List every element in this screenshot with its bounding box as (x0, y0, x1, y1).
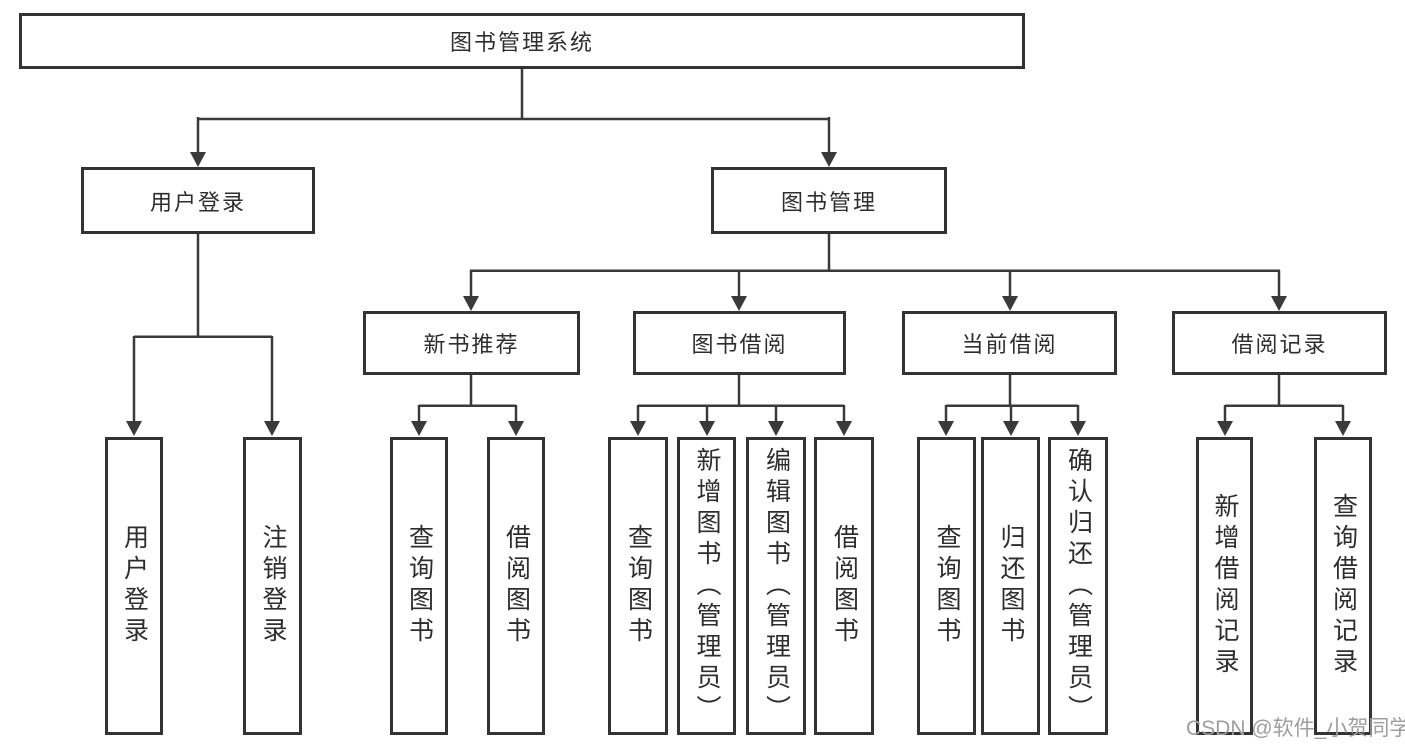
leaf-query-books-recommend: 查询图书 (390, 437, 448, 735)
leaf-query-borrow-record-label: 查询借阅记录 (1329, 493, 1358, 679)
leaf-query-books-current-label: 查询图书 (933, 524, 961, 648)
node-book-management-label: 图书管理 (780, 189, 877, 215)
leaf-add-book-admin-label: 新增图书（管理员） (693, 446, 721, 726)
leaf-query-books-recommend-label: 查询图书 (405, 524, 434, 648)
leaf-add-borrow-record: 新增借阅记录 (1196, 437, 1253, 735)
leaf-borrow-books-recommend: 借阅图书 (487, 437, 545, 735)
leaf-user-login-label: 用户登录 (120, 524, 149, 648)
leaf-logout-label: 注销登录 (259, 524, 287, 648)
node-user-login: 用户登录 (81, 167, 315, 234)
leaf-confirm-return-admin: 确认归还（管理员） (1048, 437, 1108, 735)
leaf-return-book-label: 归还图书 (997, 524, 1025, 648)
node-book-management: 图书管理 (711, 167, 947, 234)
leaf-query-books-borrow: 查询图书 (608, 437, 668, 735)
node-current-borrow: 当前借阅 (902, 311, 1117, 375)
leaf-edit-book-admin: 编辑图书（管理员） (746, 437, 806, 735)
leaf-user-login: 用户登录 (105, 437, 163, 735)
leaf-add-book-admin: 新增图书（管理员） (677, 437, 736, 735)
leaf-borrow-books-recommend-label: 借阅图书 (502, 524, 531, 648)
node-book-borrow-label: 图书借阅 (691, 332, 788, 357)
leaf-add-borrow-record-label: 新增借阅记录 (1211, 493, 1239, 679)
node-current-borrow-label: 当前借阅 (961, 332, 1058, 357)
node-borrow-records-label: 借阅记录 (1231, 332, 1328, 357)
leaf-borrow-books: 借阅图书 (814, 437, 874, 735)
node-borrow-records: 借阅记录 (1172, 311, 1387, 375)
node-new-book-recommend-label: 新书推荐 (423, 332, 520, 357)
leaf-return-book: 归还图书 (981, 437, 1040, 735)
node-root-label: 图书管理系统 (449, 30, 594, 55)
leaf-query-books-current: 查询图书 (917, 437, 976, 735)
leaf-logout: 注销登录 (243, 437, 302, 735)
node-root: 图书管理系统 (19, 13, 1025, 69)
leaf-confirm-return-admin-label: 确认归还（管理员） (1064, 446, 1093, 726)
leaf-edit-book-admin-label: 编辑图书（管理员） (762, 446, 791, 726)
node-new-book-recommend: 新书推荐 (363, 311, 580, 375)
node-book-borrow: 图书借阅 (633, 311, 846, 375)
leaf-query-books-borrow-label: 查询图书 (624, 524, 653, 648)
csdn-watermark: CSDN @软件_小贺同学 (1186, 717, 1405, 740)
leaf-query-borrow-record: 查询借阅记录 (1314, 437, 1372, 735)
node-user-login-label: 用户登录 (149, 189, 246, 215)
arrowheads (126, 152, 1351, 436)
leaf-borrow-books-label: 借阅图书 (830, 524, 859, 648)
